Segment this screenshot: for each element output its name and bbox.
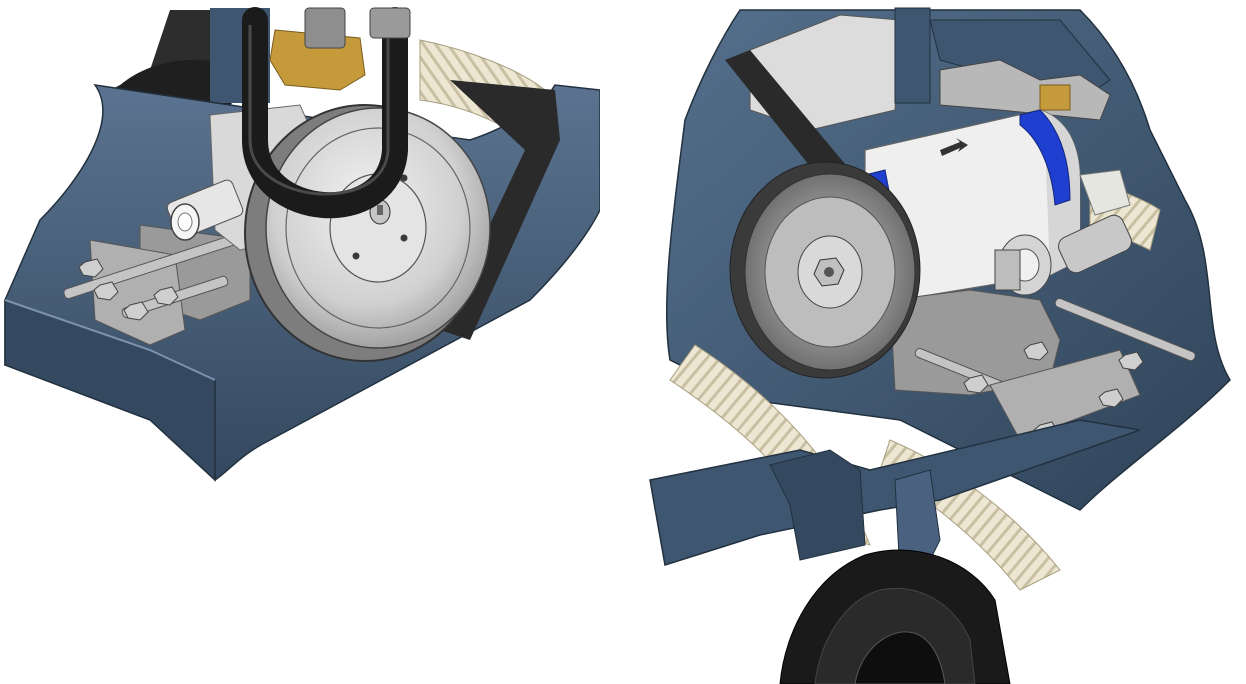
pump-mount-bracket <box>889 289 1061 396</box>
elbow-fitting <box>994 214 1132 296</box>
left-panel-pulley-view <box>0 0 600 684</box>
right-panel-drawing <box>649 7 1231 684</box>
wheel-hub <box>854 631 946 684</box>
adjust-plate <box>989 349 1141 441</box>
lower-bracket-box <box>769 449 866 561</box>
black-hose <box>242 7 408 219</box>
hose-fitting-top <box>369 7 411 39</box>
frame-edge-highlight <box>4 299 216 381</box>
upright-post <box>894 7 931 104</box>
black-hose-highlight <box>248 25 390 196</box>
blue-clamp-right <box>1019 109 1071 206</box>
left-panel-drawing <box>4 7 600 482</box>
threaded-fitting <box>166 179 244 241</box>
bolt-heads <box>963 341 1144 441</box>
right-panel-pump-view <box>640 0 1246 684</box>
hose-fitting-top-left <box>304 7 346 49</box>
tension-rod-upper <box>1054 297 1196 362</box>
bolt-heads <box>78 258 179 321</box>
brass-nut <box>1039 84 1071 111</box>
pulley <box>729 161 921 379</box>
rotation-arrow-icon <box>940 138 968 156</box>
hose-clip <box>1079 169 1131 216</box>
